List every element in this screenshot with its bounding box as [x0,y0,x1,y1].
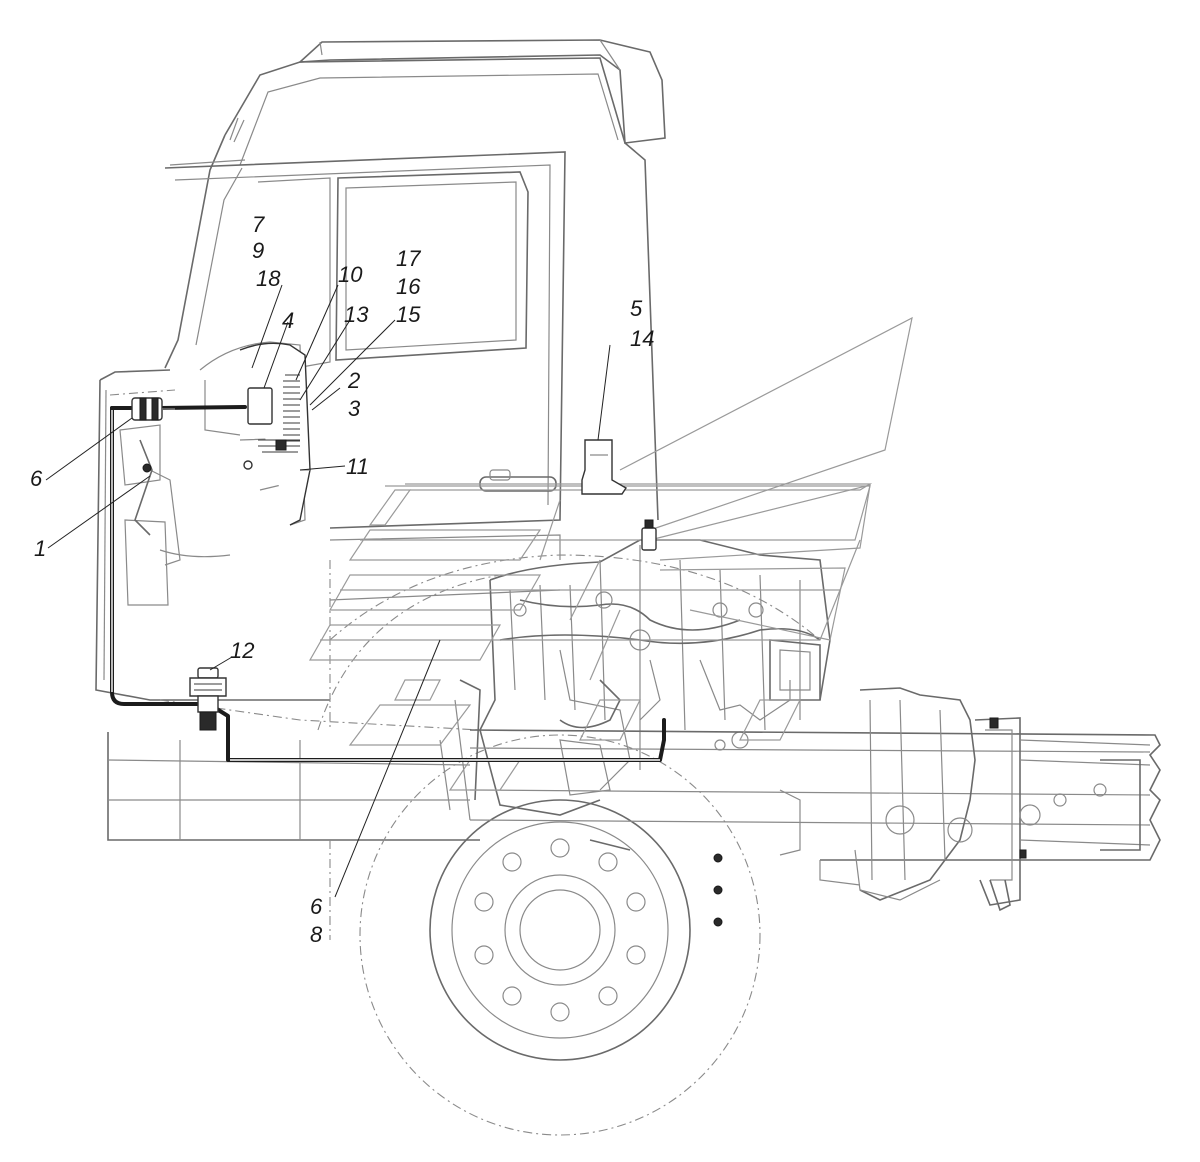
pipe-line [110,405,666,762]
callout-10: 10 [338,262,363,287]
callout-6-left: 6 [30,466,43,491]
callout-4: 4 [282,308,294,333]
callout-1: 1 [34,536,46,561]
callout-9: 9 [252,238,264,263]
callout-13: 13 [344,302,369,327]
callout-3: 3 [348,396,361,421]
reservoir [581,439,627,495]
clutch-booster [641,519,657,551]
callout-2: 2 [347,368,360,393]
callout-17: 17 [396,246,421,271]
callout-11: 11 [346,454,369,479]
callout-5: 5 [630,296,643,321]
leader-lines [45,284,611,898]
master-cylinder [131,397,175,421]
callout-6-bottom: 6 [310,894,323,919]
pedal-bracket [239,342,311,526]
valve-12 [189,667,227,731]
callout-7: 7 [252,212,265,237]
engine-assembly [439,539,1161,912]
callout-12: 12 [230,638,254,663]
watermark-logo [308,316,913,791]
front-wheel [317,554,821,1136]
callout-labels: 7 9 18 4 10 13 17 16 15 2 3 11 5 14 6 1 … [30,212,654,947]
callout-8: 8 [310,922,323,947]
callout-15: 15 [396,302,421,327]
callout-16: 16 [396,274,421,299]
callout-14: 14 [630,326,654,351]
pedal-arm [134,439,153,536]
callout-18: 18 [256,266,281,291]
cab-outline [95,39,666,841]
